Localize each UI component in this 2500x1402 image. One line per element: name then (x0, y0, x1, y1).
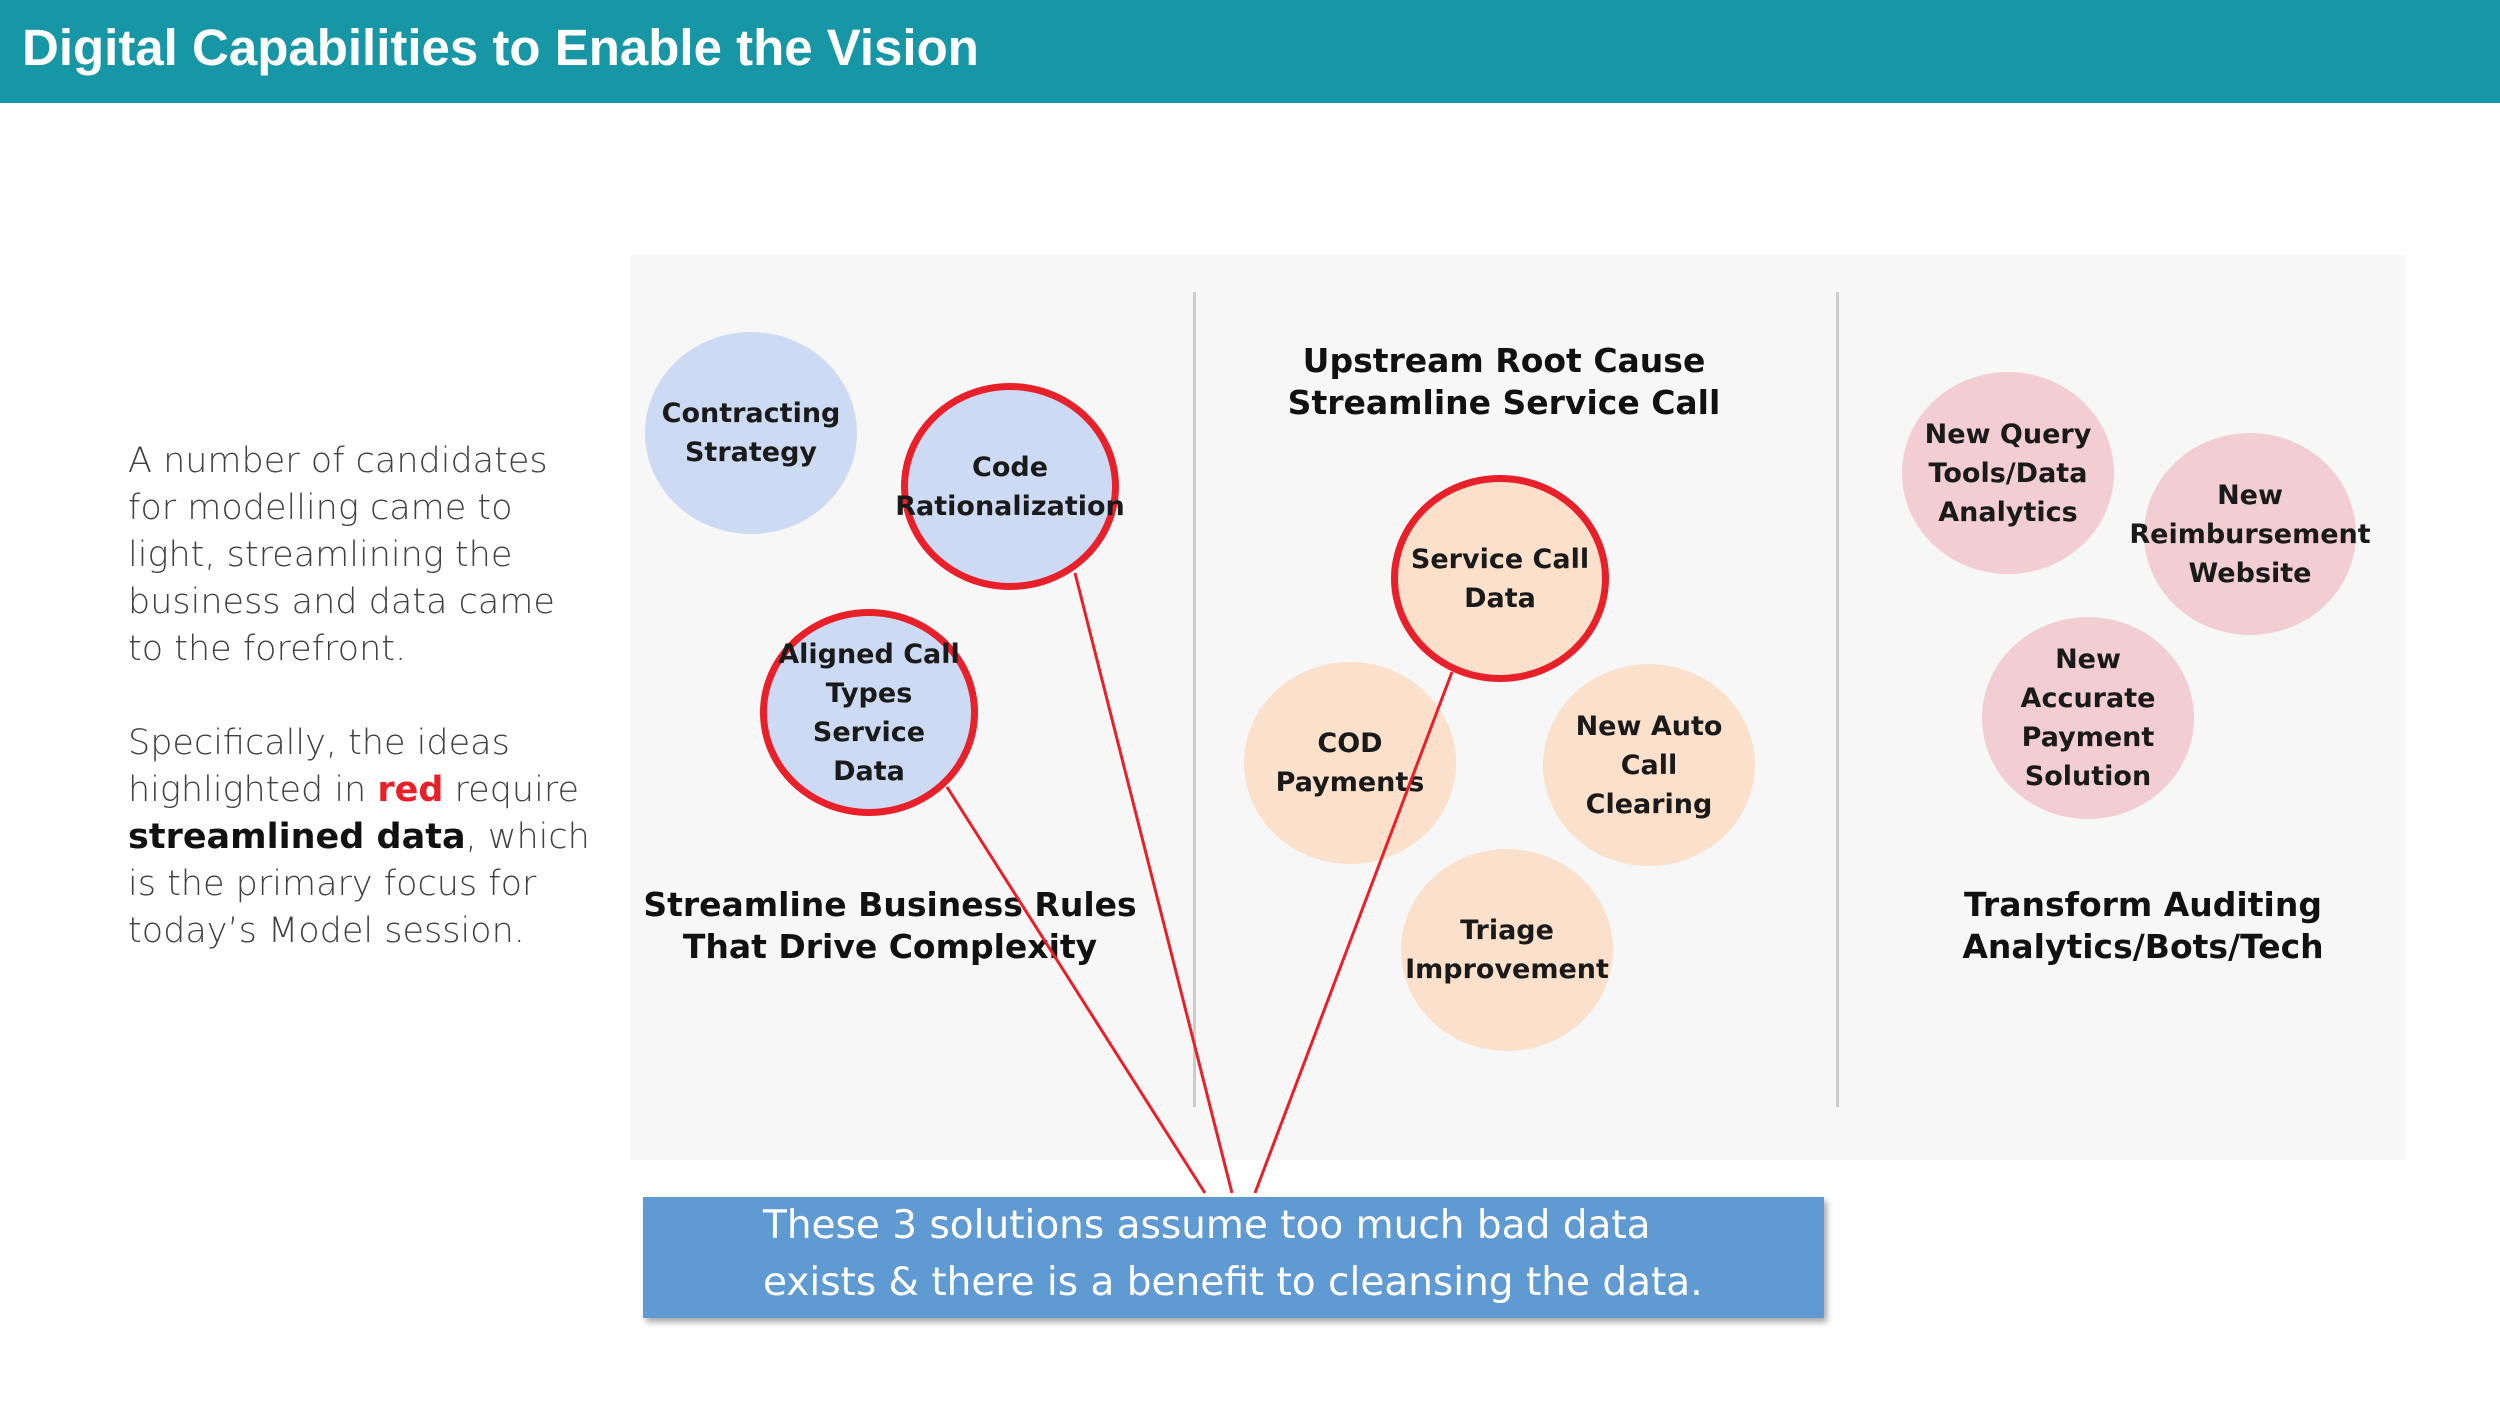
circle-contracting-strategy: Contracting Strategy (645, 332, 857, 534)
circle-triage-improvement: Triage Improvement (1401, 849, 1613, 1051)
intro-p2-a: Specifically, the ideas highlighted in (128, 723, 510, 810)
column-title-left: Streamline Business Rules That Drive Com… (643, 885, 1137, 966)
intro-paragraph-2: Specifically, the ideas highlighted in r… (128, 720, 598, 955)
intro-p2-b: require (443, 770, 579, 810)
slide-title: Digital Capabilities to Enable the Visio… (22, 19, 979, 76)
circle-cod-payments: COD Payments (1244, 662, 1456, 864)
circle-new-accurate-payment: New Accurate Payment Solution (1982, 617, 2194, 819)
column-title-right: Transform Auditing Analytics/Bots/Tech (1962, 885, 2324, 966)
red-highlight-word: red (377, 770, 444, 810)
circle-service-call-data: Service Call Data (1391, 475, 1609, 682)
intro-p2-c: , which is the primary focus for today’s… (128, 817, 590, 951)
intro-text: A number of candidates for modelling cam… (128, 438, 598, 955)
callout-box: These 3 solutions assume too much bad da… (643, 1197, 1824, 1318)
column-title-middle: Upstream Root Cause Streamline Service C… (1287, 341, 1721, 422)
streamlined-data-phrase: streamlined data (128, 817, 466, 857)
circle-new-auto-call-clearing: New Auto Call Clearing (1543, 664, 1755, 866)
column-divider-left (1193, 292, 1196, 1107)
circle-code-rationalization: Code Rationalization (895, 383, 1125, 590)
column-divider-right (1836, 292, 1839, 1107)
header-bar: Digital Capabilities to Enable the Visio… (0, 0, 2500, 103)
intro-paragraph-1: A number of candidates for modelling cam… (128, 441, 555, 669)
circle-aligned-call-types: Aligned Call Types Service Data (760, 609, 978, 816)
callout-text: These 3 solutions assume too much bad da… (763, 1203, 1703, 1305)
circle-new-reimbursement-website: New Reimbursement Website (2129, 433, 2371, 635)
circle-new-query-tools: New Query Tools/Data Analytics (1902, 372, 2114, 574)
